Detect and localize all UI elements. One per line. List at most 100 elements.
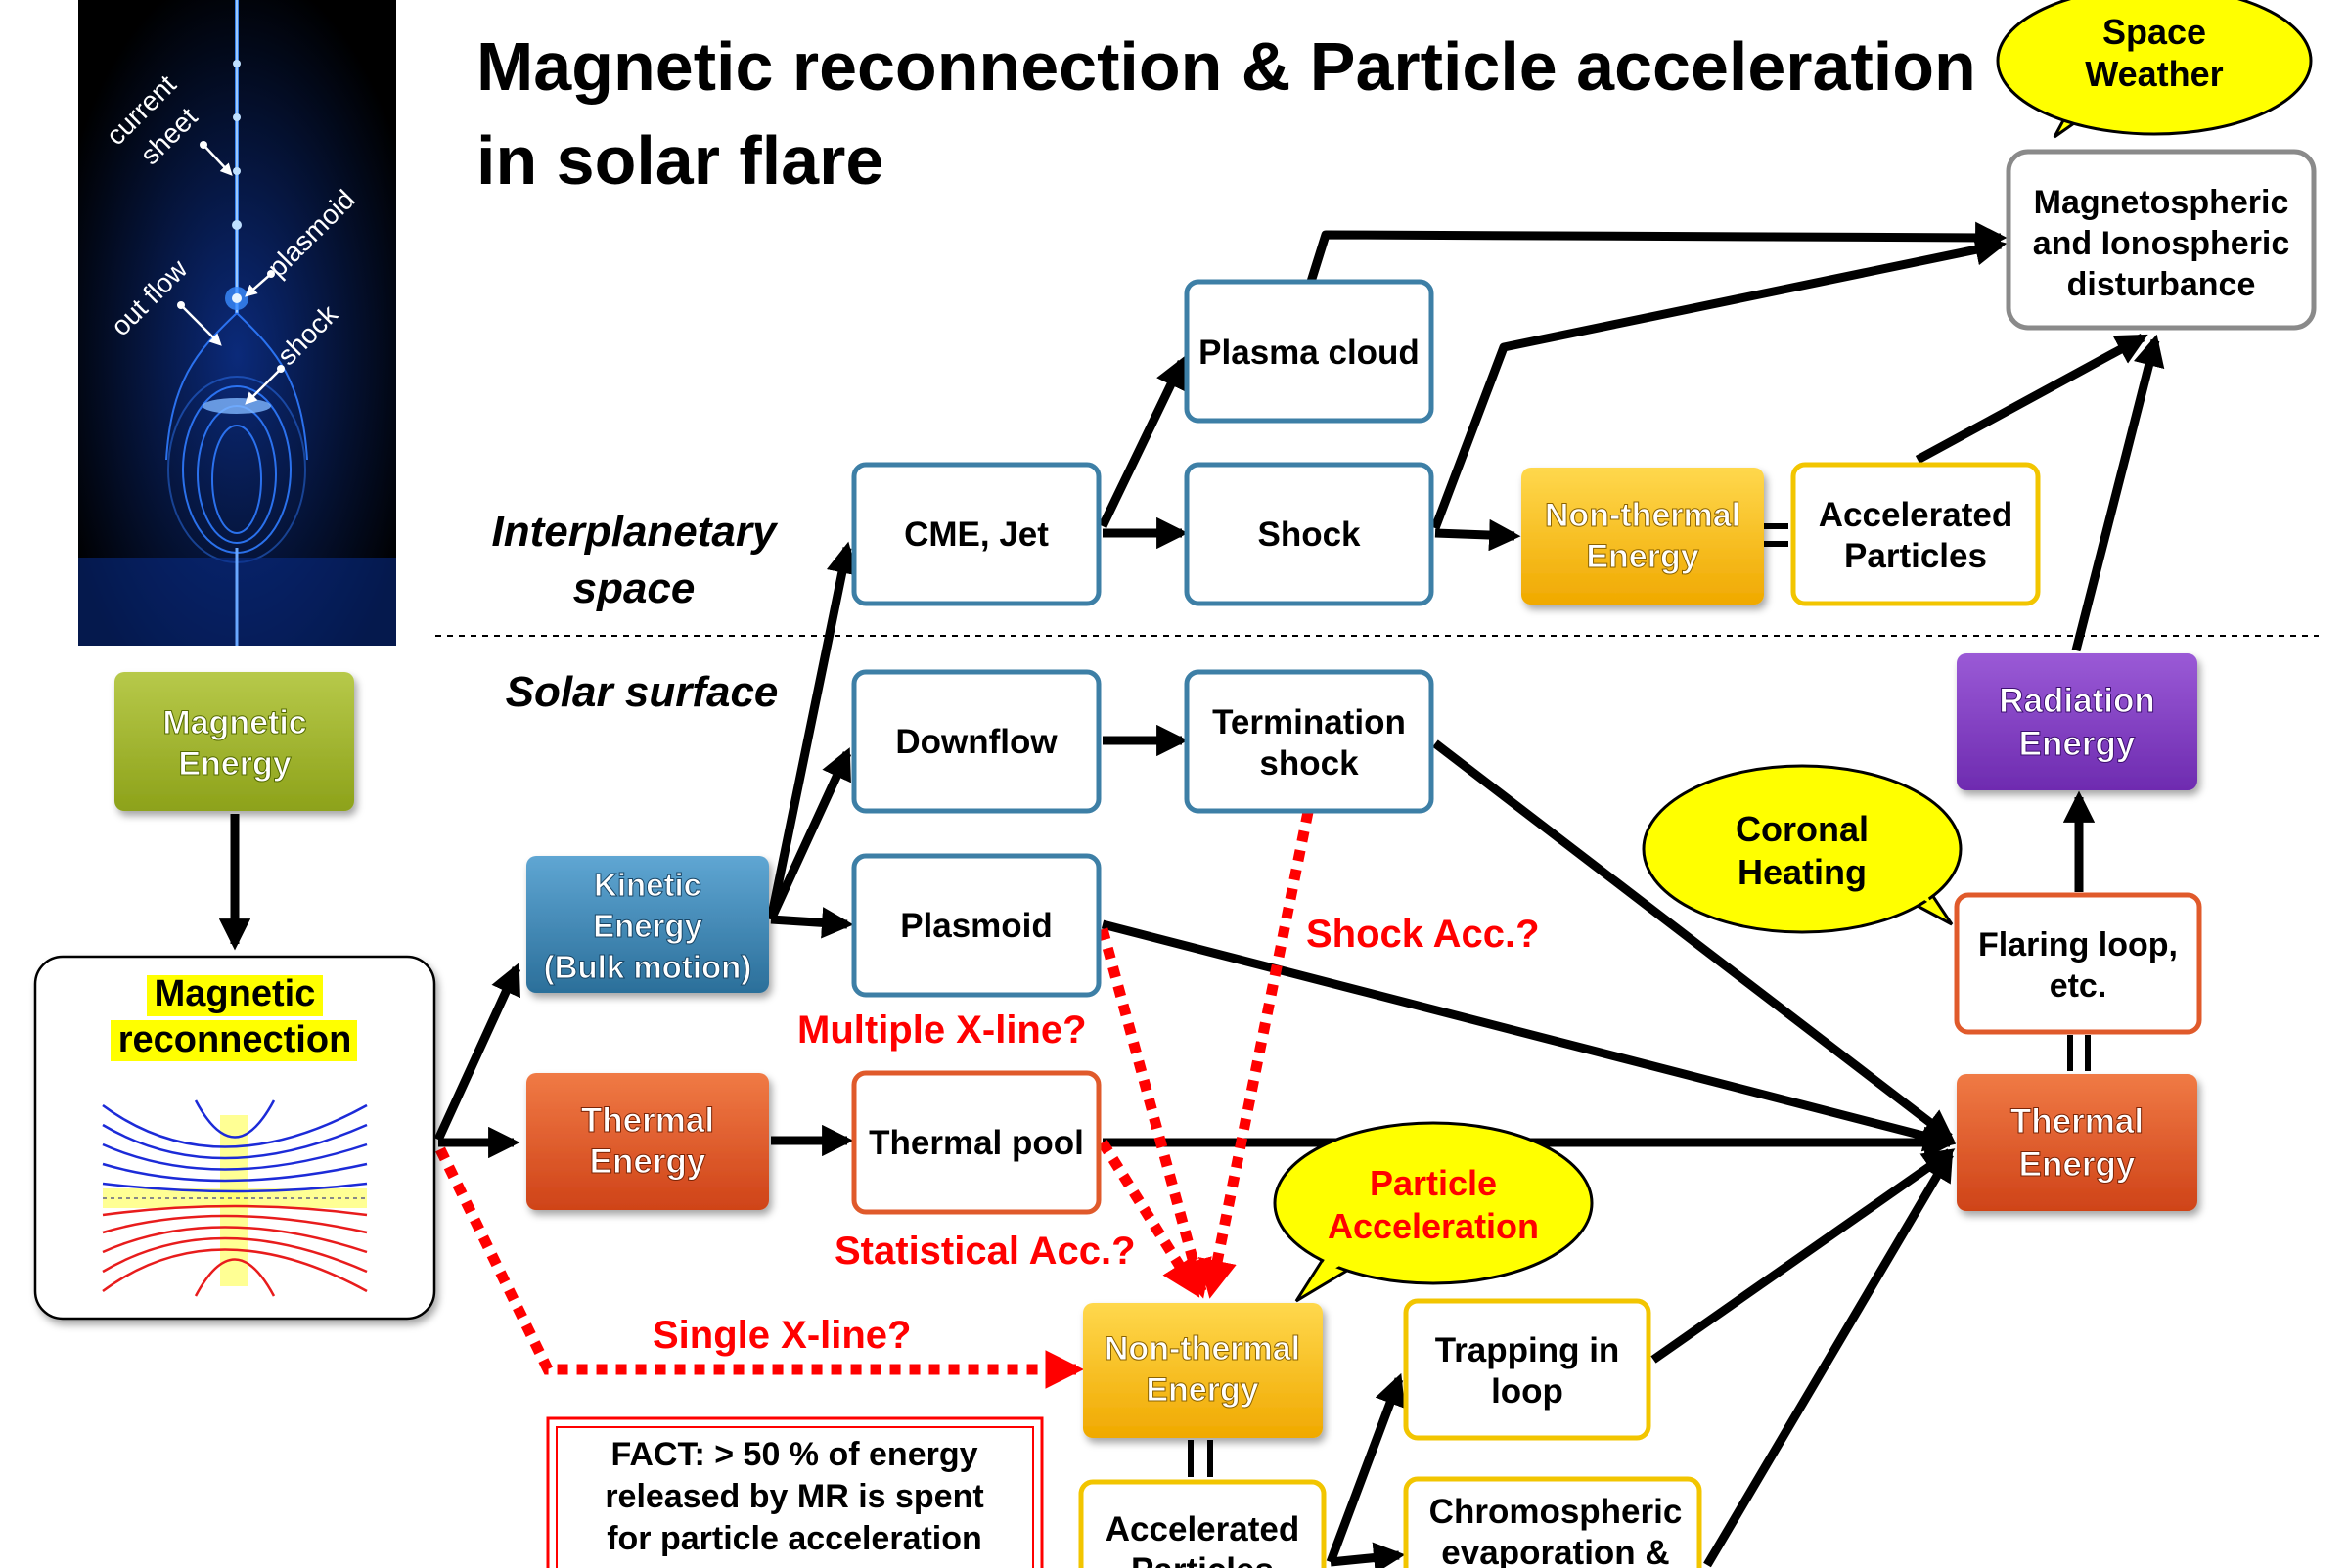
thermal-pool-label: Thermal pool — [869, 1124, 1084, 1162]
node-shock — [1184, 462, 1434, 606]
nonthermal-top-line-2: Energy — [1586, 538, 1698, 575]
thermal-left-line-1: Thermal — [581, 1101, 714, 1140]
interplanetary-label-2: space — [573, 564, 696, 612]
fact-line-1: FACT: > 50 % of energy — [610, 1436, 977, 1473]
arrow-cme-to-plasma-cloud — [1098, 356, 1187, 528]
arrow-plasma-cloud-to-magnetospheric — [1306, 221, 2008, 284]
nonthermal-top-line-1: Non-thermal — [1545, 497, 1740, 534]
space-weather-line-2: Weather — [2085, 54, 2223, 94]
termination-line-1: Termination — [1212, 703, 1406, 741]
title-line-2: in solar flare — [476, 122, 883, 199]
flaring-line-1: Flaring loop, — [1978, 926, 2178, 963]
arrow-shock-to-magnetospheric — [1430, 234, 2008, 530]
node-magnetic-energy: Magnetic Energy — [114, 672, 354, 811]
arrow-radiation-to-magnetospheric — [2071, 334, 2165, 652]
node-accelerated-bottom: Accelerated Particles — [1078, 1479, 1327, 1568]
page-title: Magnetic reconnection & Particle acceler… — [476, 28, 1976, 199]
acceleration-paths — [435, 810, 1314, 1389]
annotation-multiple-xline: Multiple X-line? — [797, 1008, 1087, 1052]
node-magnetospheric-disturbance: Magnetospheric and Ionospheric disturban… — [2006, 149, 2317, 331]
node-nonthermal-bottom: Non-thermal Energy — [1083, 1303, 1323, 1438]
node-kinetic-energy: Kinetic Energy (Bulk motion) — [526, 856, 769, 993]
cme-jet-label: CME, Jet — [904, 515, 1049, 554]
accelerated-bottom-line-1: Accelerated — [1106, 1510, 1299, 1548]
node-thermal-pool: Thermal pool — [851, 1070, 1102, 1215]
title-line-1: Magnetic reconnection & Particle acceler… — [476, 28, 1976, 105]
node-termination-shock — [1184, 669, 1434, 814]
interplanetary-label-1: Interplanetary — [492, 508, 780, 556]
particle-acc-line-2: Acceleration — [1328, 1206, 1539, 1246]
node-radiation-energy: Radiation Energy — [1957, 653, 2197, 790]
magnetic-energy-line-1: Magnetic — [162, 704, 306, 741]
trapping-line-2: loop — [1491, 1372, 1563, 1411]
node-chromospheric-evaporation: Chromospheric evaporation & — [1403, 1476, 1702, 1568]
space-weather-line-1: Space — [2102, 12, 2206, 52]
flaring-line-2: etc. — [2050, 967, 2107, 1005]
trapping-line-1: Trapping in — [1435, 1331, 1620, 1369]
radiation-line-1: Radiation — [1999, 682, 2154, 720]
path-multiple-xline — [1097, 927, 1212, 1299]
nonthermal-bottom-line-2: Energy — [1146, 1371, 1258, 1409]
thermal-left-line-2: Energy — [590, 1142, 706, 1181]
annotation-statistical-acc: Statistical Acc.? — [835, 1230, 1136, 1273]
magnetospheric-line-3: disturbance — [2067, 266, 2256, 303]
shock-label: Shock — [1257, 515, 1361, 554]
fact-box: FACT: > 50 % of energy released by MR is… — [546, 1416, 1044, 1568]
coronal-heating-line-1: Coronal — [1736, 809, 1869, 849]
path-single-xline — [435, 1146, 1084, 1389]
accelerated-top-line-1: Accelerated — [1819, 496, 2012, 534]
solar-flare-simulation-image: current sheet out flow plasmoid shock — [78, 0, 396, 646]
arrow-accelerated-to-chromospheric — [1330, 1542, 1406, 1568]
accelerated-top-line-2: Particles — [1844, 537, 1987, 575]
path-shock-acc — [1197, 810, 1314, 1299]
bubble-coronal-heating: Coronal Heating — [1642, 764, 1963, 934]
chromospheric-line-2: evaporation & — [1441, 1534, 1669, 1568]
node-magnetic-reconnection: Magnetic reconnection — [33, 955, 436, 1321]
arrow-trapping-to-thermal — [1650, 1148, 1956, 1364]
arrow-kinetic-to-downflow — [766, 747, 852, 921]
node-plasma-cloud — [1184, 279, 1434, 424]
particle-acc-line-1: Particle — [1370, 1163, 1497, 1203]
arrow-reconnection-to-kinetic — [433, 963, 521, 1142]
arrow-accelerated-to-trapping — [1326, 1372, 1406, 1564]
thermal-right-line-2: Energy — [2019, 1145, 2136, 1184]
magnetospheric-line-2: and Ionospheric — [2033, 225, 2290, 262]
magnetospheric-line-1: Magnetospheric — [2034, 184, 2289, 221]
arrow-kinetic-to-cme — [766, 541, 858, 920]
arrow-kinetic-to-plasmoid — [770, 907, 854, 939]
plasmoid-label: Plasmoid — [900, 907, 1053, 945]
accelerated-bottom-line-2: Particles — [1131, 1551, 1274, 1568]
bubble-particle-acceleration: Particle Acceleration — [1273, 1121, 1594, 1303]
termination-line-2: shock — [1259, 744, 1359, 783]
fact-line-2: released by MR is spent — [605, 1478, 983, 1515]
equivalence-connectors — [1188, 523, 2091, 1477]
arrow-termination-to-thermal — [1432, 739, 1956, 1142]
kinetic-line-2: Energy — [593, 908, 703, 944]
solar-surface-label: Solar surface — [506, 668, 779, 716]
radiation-line-2: Energy — [2019, 725, 2136, 763]
reconnection-line-1: Magnetic — [155, 973, 316, 1014]
node-trapping-in-loop: Trapping in loop — [1403, 1298, 1651, 1441]
node-flaring-loop: Flaring loop, etc. — [1954, 892, 2202, 1035]
plasma-cloud-label: Plasma cloud — [1198, 334, 1420, 372]
node-thermal-energy-right: Thermal Energy — [1957, 1074, 2197, 1211]
region-labels: Interplanetary space Solar surface — [435, 508, 2319, 716]
path-statistical — [1098, 1140, 1200, 1298]
node-cme-jet — [851, 462, 1102, 606]
bubble-space-weather: Space Weather — [1996, 0, 2313, 139]
node-accelerated-top: Accelerated Particles — [1790, 462, 2041, 606]
arrow-shock-to-nonthermal — [1434, 518, 1521, 552]
kinetic-line-3: (Bulk motion) — [544, 949, 752, 985]
xline-field-diagram — [102, 1099, 368, 1297]
arrow-plasmoid-to-thermal — [1101, 919, 1957, 1152]
fact-line-3: for particle acceleration — [607, 1520, 982, 1557]
magnetic-energy-line-2: Energy — [178, 745, 291, 783]
nonthermal-bottom-line-1: Non-thermal — [1105, 1330, 1300, 1367]
node-nonthermal-top: Non-thermal Energy — [1521, 468, 1764, 605]
reconnection-line-2: reconnection — [118, 1019, 352, 1060]
chromospheric-line-1: Chromospheric — [1429, 1493, 1683, 1531]
annotation-single-xline: Single X-line? — [653, 1314, 911, 1357]
node-thermal-energy-left: Thermal Energy — [526, 1073, 769, 1210]
downflow-label: Downflow — [895, 723, 1058, 761]
